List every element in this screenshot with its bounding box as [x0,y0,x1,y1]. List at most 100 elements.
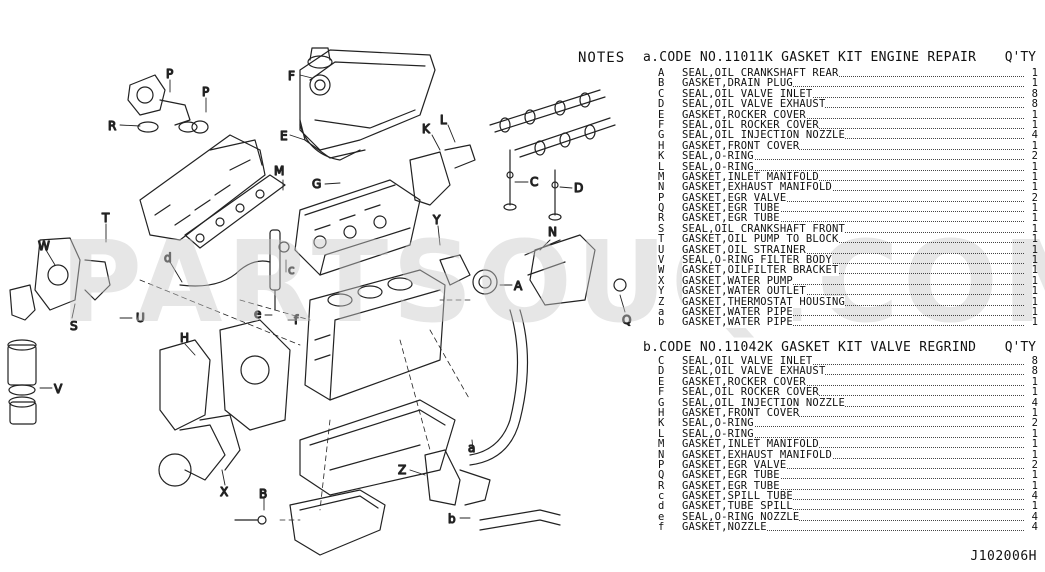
part-quantity: 1 [1031,274,1038,287]
leader-dots [682,141,1024,150]
part-letter: F [658,118,665,131]
part-description: GASKET,THERMOSTAT HOUSING [682,295,846,308]
part-description: GASKET,DRAIN PLUG [682,77,793,90]
svg-text:F: F [288,69,295,83]
leader-dots [682,203,1024,213]
svg-text:D: D [574,181,583,195]
leader-dots [682,276,1024,285]
part-description: SEAL,O-RING [682,417,754,430]
kit-b-heading: b.CODE NO.11042K GASKET KIT VALVE REGRIN… [643,340,977,355]
part-letter: P [658,458,665,471]
crankshaft-rear-seal [472,269,498,295]
kit-a-heading: a.CODE NO.11011K GASKET KIT ENGINE REPAI… [643,50,977,65]
part-description: SEAL,OIL INJECTION NOZZLE [682,396,846,409]
part-letter: L [658,160,665,173]
svg-text:V: V [54,382,63,396]
part-quantity: 1 [1031,181,1038,194]
leader-dots [682,162,1024,171]
front-cover [219,319,291,431]
water-pipe [469,309,561,531]
part-letter: C [658,87,665,100]
part-description: GASKET,INLET MANIFOLD [682,170,819,183]
part-quantity: 8 [1031,98,1038,111]
part-letter: N [658,181,665,194]
oil-filter [7,284,37,425]
spill-tube [179,260,271,287]
part-letter: Z [658,295,665,308]
valves [503,149,562,221]
leader-dots [682,491,1024,501]
engine-exploded-diagram: F E G K L C D M Y N A Q P P R T W S U V … [7,47,632,556]
part-quantity: 1 [1031,386,1038,399]
part-letter: a [658,305,665,318]
cylinder-head [294,179,421,276]
part-letter: E [658,108,665,121]
part-quantity: 1 [1031,316,1038,329]
part-quantity: 1 [1031,448,1038,461]
part-description: GASKET,NOZZLE [682,521,767,534]
part-quantity: 1 [1031,77,1038,90]
svg-text:e: e [254,307,261,321]
leader-dots [682,470,1024,480]
leader-dots [682,99,1024,109]
part-letter: X [658,274,665,287]
svg-text:Q: Q [622,313,631,327]
leader-dots [682,439,1024,449]
part-letter: b [658,316,665,329]
part-description: GASKET,EXHAUST MANIFOLD [682,448,832,461]
part-quantity: 2 [1031,191,1038,204]
part-quantity: 4 [1031,490,1038,503]
part-description: SEAL,OIL VALVE EXHAUST [682,365,826,378]
part-quantity: 4 [1031,396,1038,409]
kit-a-header: NOTES a.CODE NO.11011K GASKET KIT ENGINE… [578,50,1040,68]
leader-dots [682,265,1024,275]
part-description: GASKET,EGR VALVE [682,458,787,471]
part-quantity: 4 [1031,129,1038,142]
leader-dots [682,151,1024,161]
part-letter: A [658,67,665,79]
part-letter: V [658,254,665,267]
part-letter: Q [658,202,665,215]
svg-text:W: W [38,239,50,253]
leader-dots [682,307,1024,316]
part-quantity: 1 [1031,264,1038,277]
part-quantity: 1 [1031,406,1038,419]
leader-dots [682,387,1024,397]
part-quantity: 1 [1031,469,1038,482]
front-cover-gasket [159,339,211,431]
leader-dots [682,182,1024,192]
part-letter: L [658,427,665,440]
svg-text:Y: Y [432,213,441,227]
diagram-code: J102006H [970,549,1037,564]
oil-filter-bracket [34,237,111,311]
part-letter: Y [658,285,665,298]
leader-dots [682,110,1024,119]
leader-dots [682,224,1024,233]
part-description: GASKET,ROCKER COVER [682,375,806,388]
part-letter: H [658,139,665,152]
injection-nozzle [269,229,290,311]
part-quantity: 1 [1031,139,1038,152]
part-quantity: 1 [1031,427,1038,440]
part-quantity: 1 [1031,285,1038,298]
notes-title: NOTES [578,50,626,66]
